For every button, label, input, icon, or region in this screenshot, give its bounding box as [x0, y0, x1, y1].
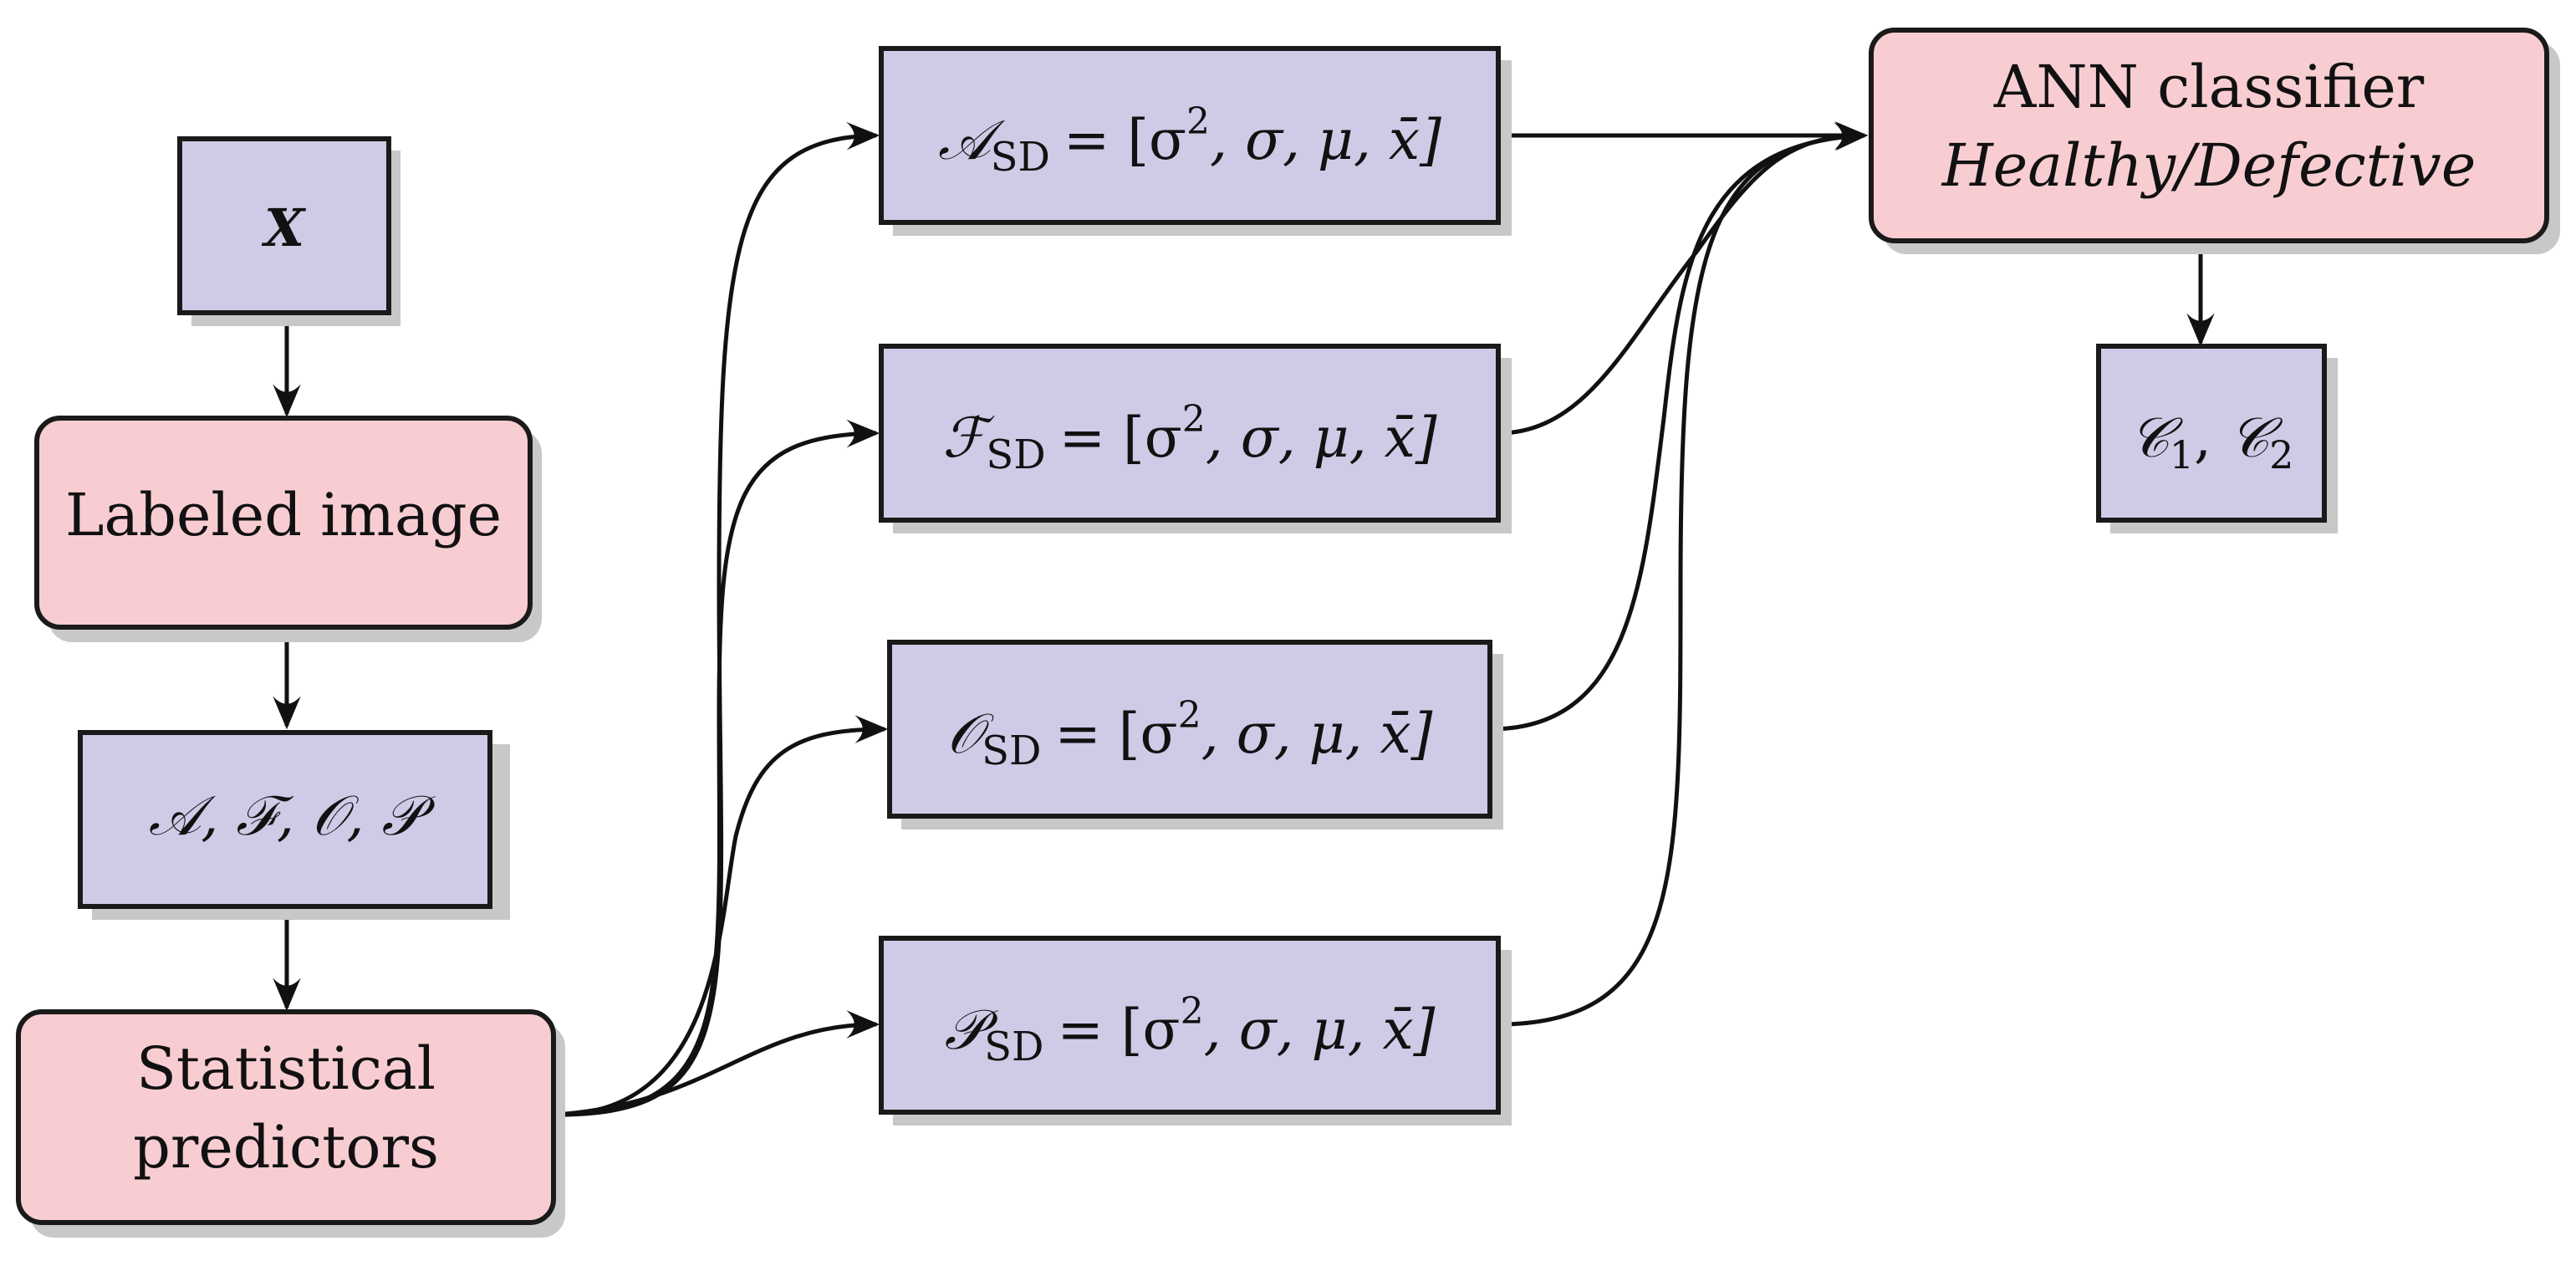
node-channels: 𝒜, ℱ, 𝒪, 𝒫: [78, 730, 510, 920]
feat-eq: = [σ: [1064, 108, 1186, 172]
node-labeled-image: Labeled image: [34, 416, 542, 642]
feat-tail: , σ, μ, x̄]: [1210, 108, 1441, 172]
edge-feat-o-to-ann: [1489, 122, 1869, 732]
node-feat-f: ℱSD= [σ2, σ, μ, x̄]: [879, 344, 1512, 534]
node-feat-o: 𝒪SD= [σ2, σ, μ, x̄]: [887, 640, 1503, 830]
node-box: [1869, 28, 2549, 243]
node-box: [879, 46, 1501, 225]
feat-tail: , σ, μ, x̄]: [1204, 998, 1436, 1062]
edge-feat-p-to-ann: [1497, 122, 1869, 1027]
node-box: [34, 416, 533, 630]
node-label-line2: predictors: [133, 1113, 439, 1182]
node-box: [879, 936, 1501, 1115]
feat-eq: = [σ: [1059, 406, 1182, 470]
feat-sub: SD: [991, 134, 1050, 181]
feat-tail: , σ, μ, x̄]: [1206, 406, 1437, 470]
node-box: [879, 344, 1501, 523]
node-box: [177, 136, 391, 315]
node-box: [16, 1009, 556, 1225]
node-label: 𝒞1, 𝒞2: [2130, 406, 2294, 477]
feat-sup: 2: [1186, 100, 1210, 143]
feat-sup: 2: [1182, 398, 1206, 441]
node-box: [2096, 344, 2327, 523]
node-label: 𝒫SD= [σ2, σ, μ, x̄]: [945, 990, 1436, 1070]
node-label-line2: Healthy/Defective: [1941, 131, 2477, 200]
edge-predictors-to-feat-f: [555, 419, 880, 1117]
node-box: [78, 730, 492, 909]
node-classes: 𝒞1, 𝒞2: [2096, 344, 2338, 534]
node-ann-classifier: ANN classifier Healthy/Defective: [1869, 28, 2560, 254]
node-label: X: [261, 197, 307, 258]
feat-eq: = [σ: [1055, 702, 1178, 766]
node-label: 𝒜SD= [σ2, σ, μ, x̄]: [938, 100, 1441, 181]
node-box: [887, 640, 1492, 819]
node-label: Labeled image: [65, 481, 502, 549]
feat-sub: SD: [986, 431, 1045, 478]
node-label: 𝒪SD= [σ2, σ, μ, x̄]: [947, 694, 1433, 774]
feat-eq: = [σ: [1058, 998, 1181, 1062]
node-label: 𝒜, ℱ, 𝒪, 𝒫: [149, 784, 436, 848]
node-statistical-predictors: Statistical predictors: [16, 1009, 565, 1238]
node-feat-a: 𝒜SD= [σ2, σ, μ, x̄]: [879, 46, 1512, 236]
feat-sup: 2: [1181, 990, 1204, 1033]
edge-feat-f-to-ann: [1497, 121, 1869, 436]
edge-predictors-to-feat-o: [555, 715, 889, 1117]
node-label: ℱSD= [σ2, σ, μ, x̄]: [942, 398, 1436, 478]
node-label-line1: Statistical: [136, 1034, 436, 1103]
edge-predictors-to-feat-a: [555, 121, 880, 1117]
class-sep: ,: [2194, 406, 2229, 470]
feat-sub: SD: [982, 728, 1041, 774]
class-sub-2: 2: [2269, 432, 2293, 477]
feat-sub: SD: [984, 1024, 1043, 1070]
node-feat-p: 𝒫SD= [σ2, σ, μ, x̄]: [879, 936, 1512, 1126]
node-x-input: X: [177, 136, 400, 326]
edges: [273, 121, 2215, 1117]
feat-tail: , σ, μ, x̄]: [1201, 702, 1433, 766]
class-sub-1: 1: [2170, 432, 2194, 477]
feat-sup: 2: [1178, 694, 1201, 737]
edge-predictors-to-feat-p: [555, 1010, 880, 1117]
node-label-line1: ANN classifier: [1993, 53, 2425, 121]
